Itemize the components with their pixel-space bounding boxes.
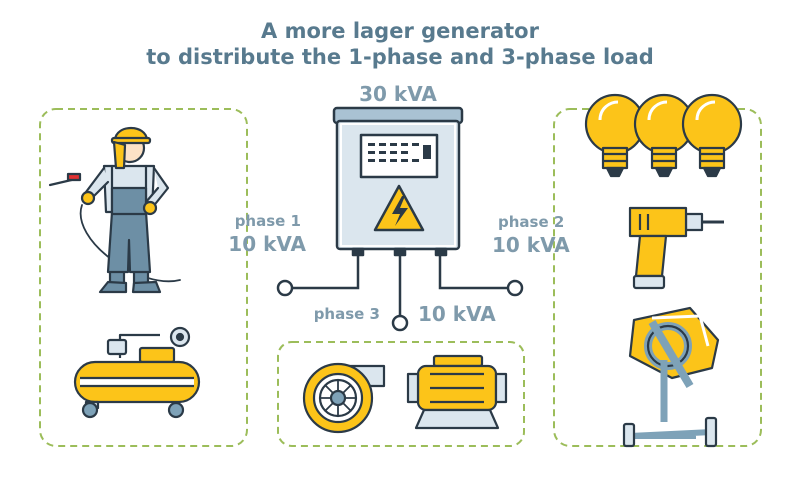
phase-2-label: phase 2 (498, 213, 564, 231)
generator-capacity-label: 30 kVA (359, 82, 437, 106)
phase-1-load: 10 kVA (228, 232, 306, 256)
phase-2-terminal (506, 279, 524, 297)
title-line-1: A more lager generator (261, 19, 540, 43)
air-compressor-icon (73, 326, 201, 419)
phase-3-terminal (391, 314, 409, 332)
light-bulb-icon (584, 93, 646, 178)
phase-wires (292, 255, 508, 316)
phase-3-load: 10 kVA (418, 302, 496, 326)
electric-motor-icon (406, 354, 508, 430)
phase-1-wire (292, 255, 360, 290)
phase-2-wire (438, 255, 508, 290)
phase-2-load: 10 kVA (492, 233, 570, 257)
light-bulb-icon (633, 93, 695, 178)
phase-1-terminal (276, 279, 294, 297)
concrete-mixer-icon (622, 306, 720, 448)
phase-3-label: phase 3 (314, 305, 380, 323)
left-load-group-box (39, 108, 248, 447)
turbine-fan-icon (302, 362, 386, 434)
phase-1-label: phase 1 (235, 212, 301, 230)
bottom-load-group-box (277, 341, 525, 447)
power-drill-icon (628, 206, 724, 290)
title-line-2: to distribute the 1-phase and 3-phase lo… (146, 45, 654, 69)
generator-cabinet-icon (332, 106, 464, 257)
welder-worker-icon (48, 126, 181, 294)
high-voltage-sign-icon (373, 184, 425, 232)
light-bulb-icon (681, 93, 743, 178)
light-bulbs-group (584, 93, 743, 178)
